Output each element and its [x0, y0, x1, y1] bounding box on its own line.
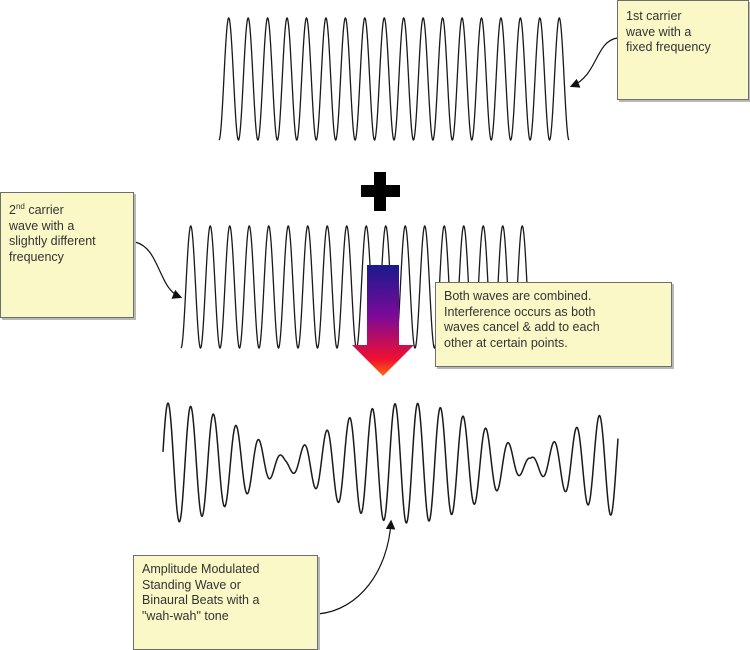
callout-line: frequency: [9, 249, 64, 264]
plus-icon: [361, 172, 400, 211]
callout-arrow-carrier2: [134, 241, 183, 299]
callout-arrow-result: [317, 519, 396, 615]
carrier1-callout: 1st carrier wave with a fixed frequency: [617, 0, 749, 100]
callout-line: Both waves are combined.: [444, 289, 592, 303]
callout-line: 2nd carrier: [9, 201, 125, 219]
callout-line: Interference occurs as both: [444, 304, 596, 319]
callout-line: wave with a: [9, 218, 75, 233]
result-callout: Amplitude Modulated Standing Wave or Bin…: [133, 555, 318, 650]
combined-beat-wave: [162, 402, 619, 524]
callout-line: wave with a: [626, 24, 692, 39]
callout-line: other at certain points.: [444, 335, 568, 350]
callout-arrow-carrier1: [569, 37, 618, 88]
callout-line-rest: carrier: [24, 203, 64, 217]
carrier-wave-1: [218, 16, 570, 142]
callout-line: 1st carrier: [626, 9, 682, 23]
carrier2-callout: 2nd carrier wave with a slightly differe…: [0, 192, 134, 318]
ordinal-suffix: nd: [15, 201, 25, 211]
callout-line: Amplitude Modulated: [142, 562, 260, 576]
callout-line: Standing Wave or: [142, 577, 241, 592]
callout-line: waves cancel & add to each: [444, 320, 600, 334]
ordinal-number: 2: [9, 203, 16, 217]
callout-line: Binaural Beats with a: [142, 593, 260, 607]
down-arrow-icon: [352, 265, 414, 376]
callout-line: "wah-wah" tone: [142, 608, 229, 623]
combined-callout: Both waves are combined. Interference oc…: [435, 282, 672, 367]
callout-line: fixed frequency: [626, 40, 711, 54]
callout-line: slightly different: [9, 234, 96, 248]
